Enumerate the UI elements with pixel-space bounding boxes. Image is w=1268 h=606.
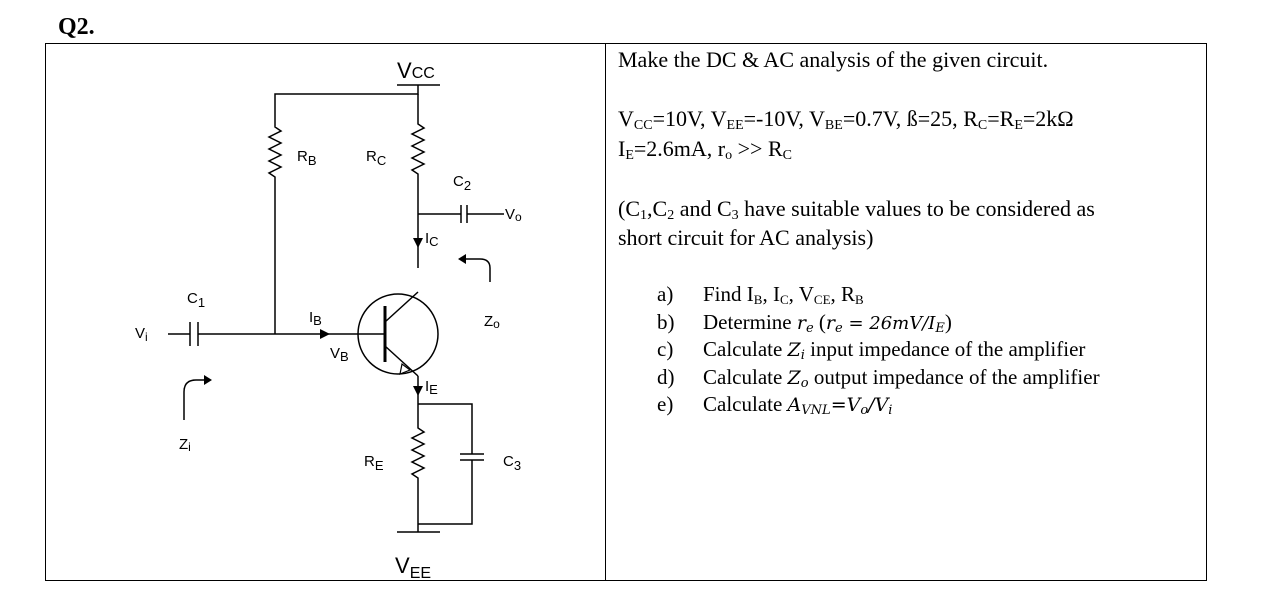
instruction-line: Make the DC & AC analysis of the given c… [618,47,1049,72]
rc-label: RC [366,148,386,168]
question-parts-list: a) Find IB, IC, VCE, RB b) Determine re … [657,281,1100,419]
vb-label: VB [330,345,349,364]
ic-label: IC [425,230,439,249]
question-table [45,43,1207,581]
zi-arrowhead [204,375,212,385]
ic-arrowhead [413,238,423,248]
rb-label: RB [297,148,317,168]
vo-label: Vo [505,206,522,224]
ib-label: IB [309,309,322,328]
part-b: b) Determine re (re = 26mV/IE) [657,309,952,336]
vee-label: VEE [395,553,431,580]
ie-arrowhead [413,386,423,396]
zi-arrow [183,379,204,420]
emitter-arrowhead [399,362,412,375]
zo-arrowhead [458,254,466,264]
part-d: d) Calculate Zo output impedance of the … [657,364,1100,391]
capacitor-note-line-2: short circuit for AC analysis) [618,225,874,250]
rc-resistor [410,94,426,214]
transistor-body [357,293,439,375]
c3-wire-top [418,403,473,454]
zi-label: Zi [179,436,191,454]
vcc-label: VCC [397,58,435,83]
transistor-emitter [384,345,419,377]
c3-wire-bottom [418,460,473,525]
ib-arrowhead [320,329,330,339]
rb-top-wire [274,85,419,122]
re-resistor [410,422,426,532]
question-label: Q2. [58,14,95,40]
transistor-collector [384,291,419,323]
c1-label: C1 [187,290,205,310]
rb-resistor [267,122,283,180]
part-e: e) Calculate AVNL=Vo/Vi [657,392,893,419]
c3-label: C3 [503,453,521,473]
circuit-wires [168,84,504,533]
capacitor-note-line-1: (C1,C2 and C3 have suitable values to be… [618,196,1095,223]
parameters-line-1: VCC=10V, VEE=-10V, VBE=0.7V, ß=25, RC=RE… [618,106,1074,133]
parameters-line-2: IE=2.6mA, ro >> RC [618,136,792,163]
vi-label: Vi [135,325,148,344]
circuit-diagram: VCC VEE RB RC RE C1 C2 C3 Vo Vi IC IB IE… [135,58,522,580]
ie-label: IE [425,378,438,397]
zo-arrow [464,258,491,282]
part-c: c) Calculate Zi input impedance of the a… [657,337,1086,364]
re-label: RE [364,453,384,473]
part-a: a) Find IB, IC, VCE, RB [657,282,864,308]
c2-label: C2 [453,173,471,193]
zo-label: Zo [484,313,500,331]
table-divider [605,43,606,581]
